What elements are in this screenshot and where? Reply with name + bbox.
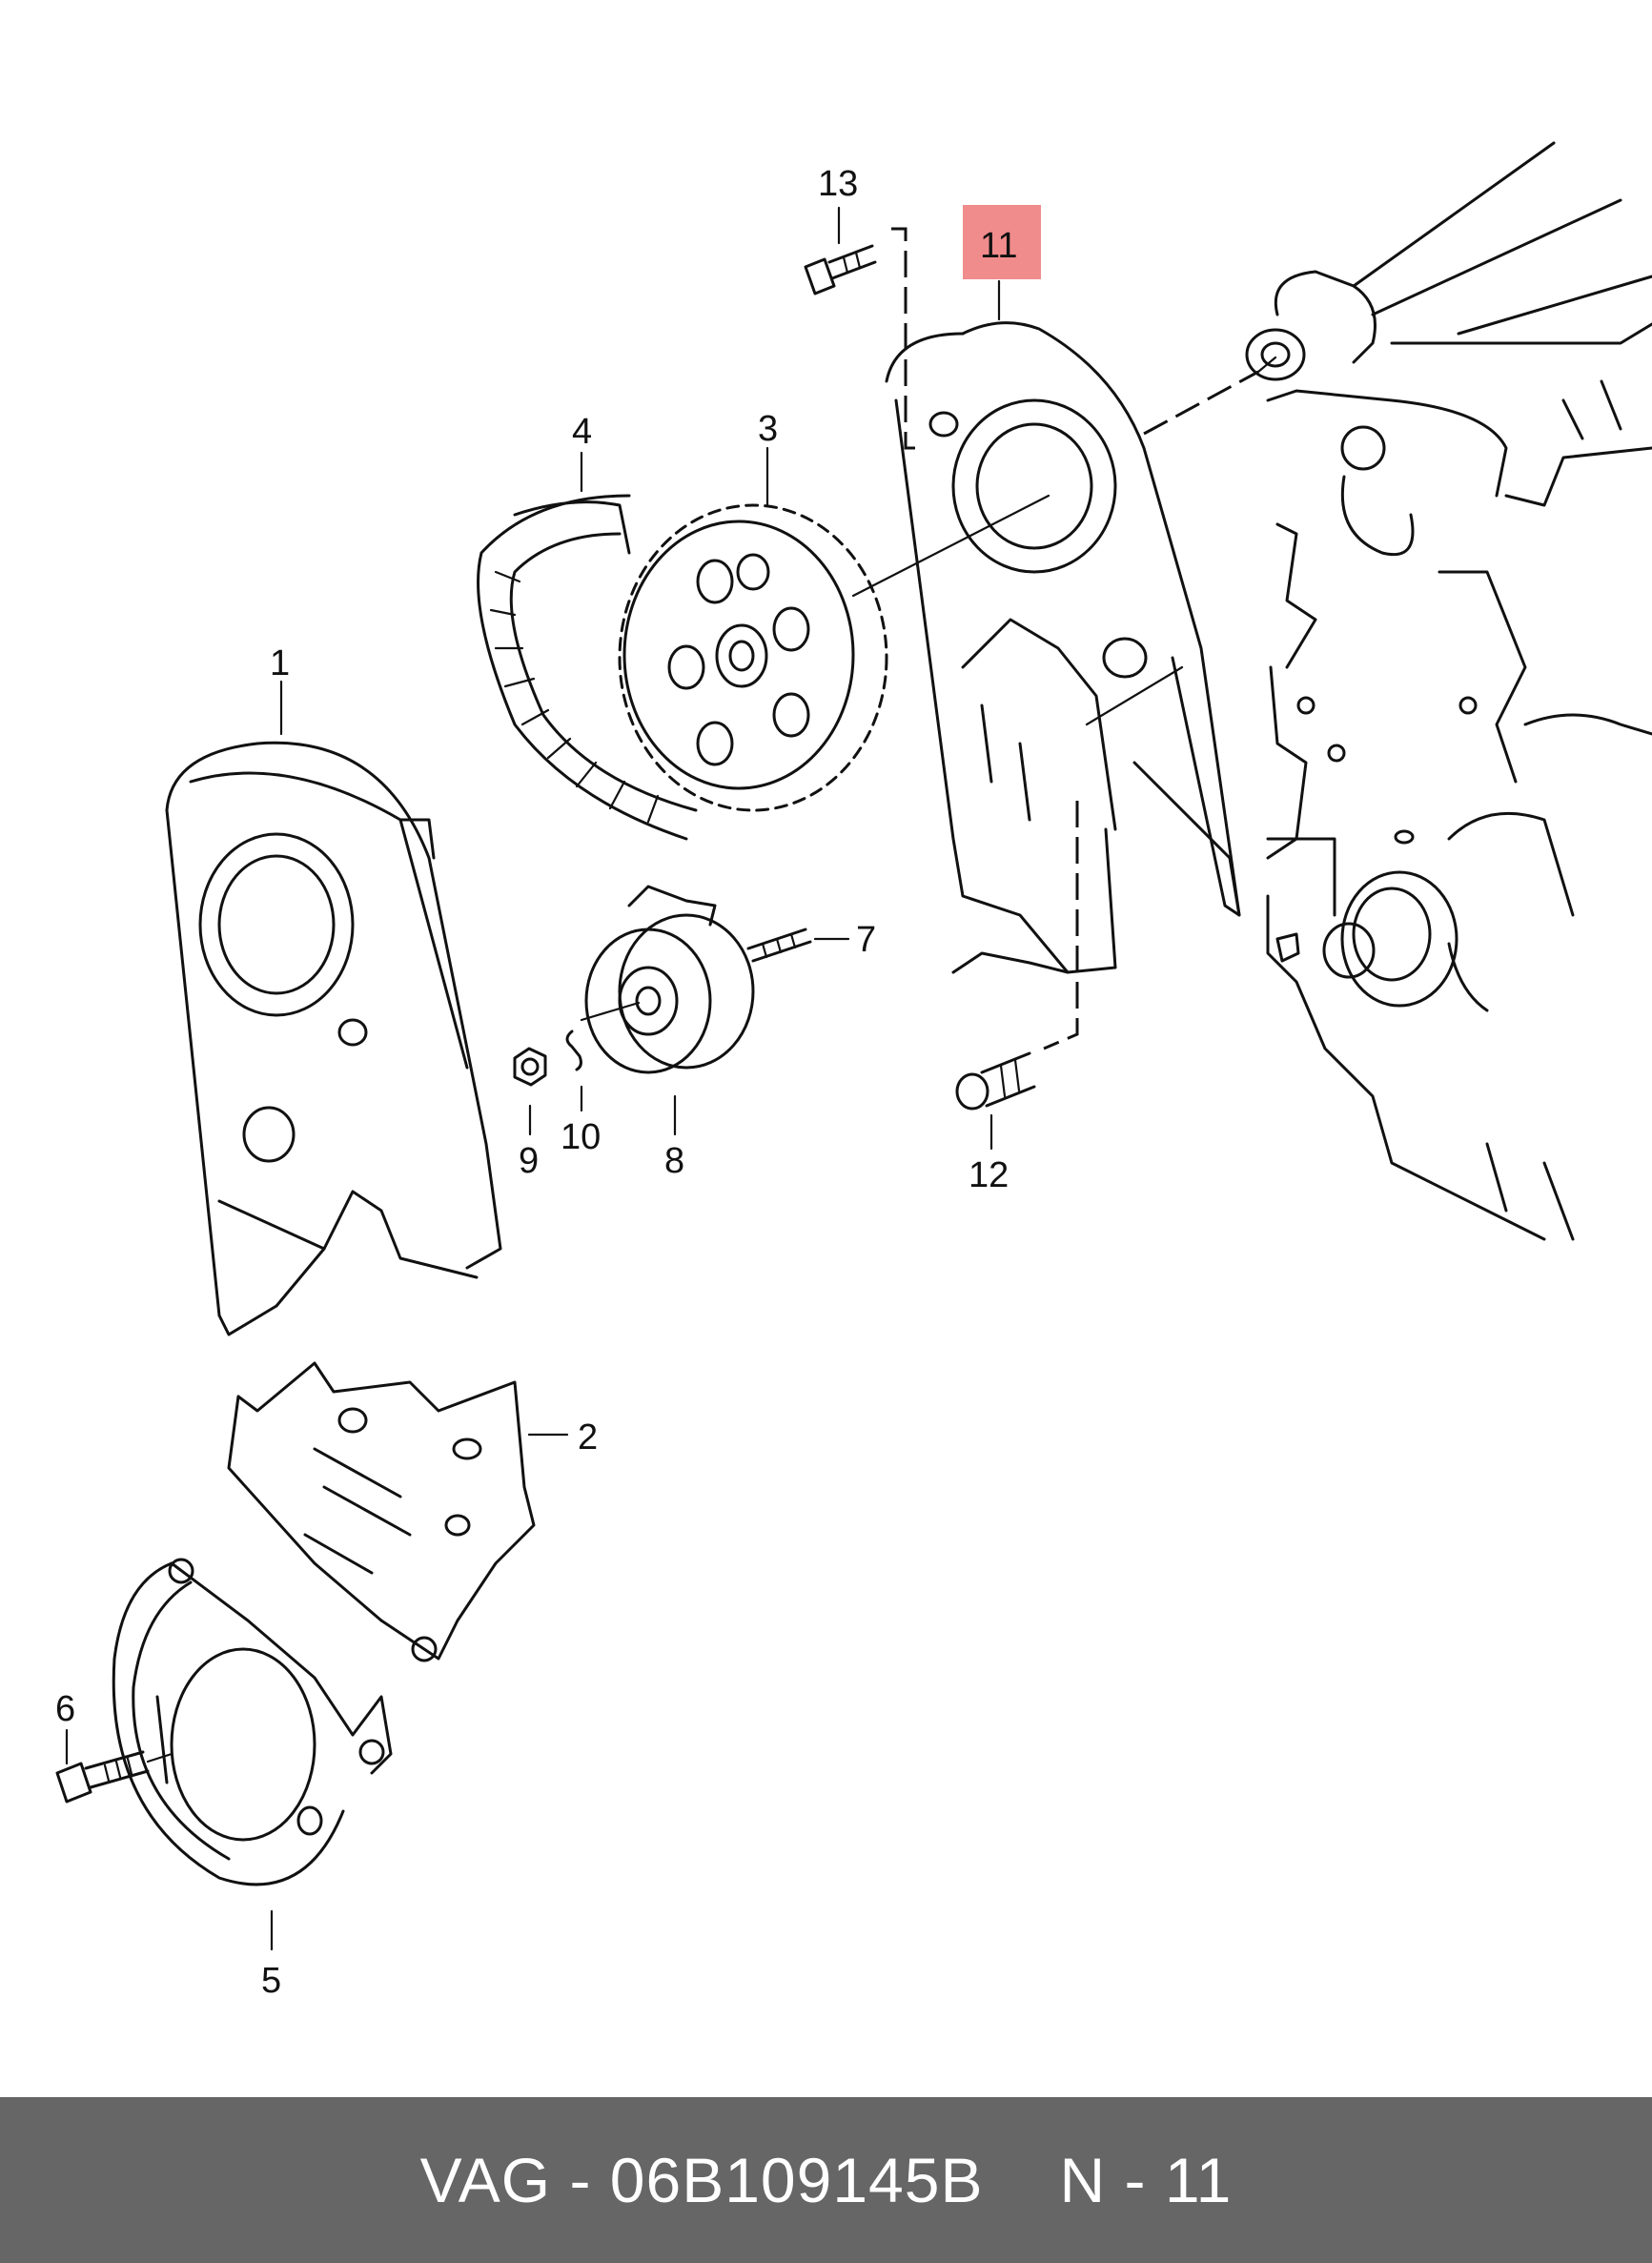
part-info-footer: VAG - 06B109145B N - 11 <box>0 2097 1652 2263</box>
toothed-belt <box>477 494 698 841</box>
bolt-12 <box>955 1051 1036 1111</box>
callout-11: 11 <box>980 226 1017 266</box>
camshaft-sprocket <box>618 503 888 812</box>
upper-timing-belt-cover <box>165 741 502 1336</box>
callout-2: 2 <box>578 1417 598 1458</box>
callout-7: 7 <box>856 920 876 960</box>
clip-10 <box>565 1030 582 1071</box>
callout-8: 8 <box>664 1141 684 1181</box>
engine-block <box>1245 141 1652 1241</box>
exploded-parts-diagram: 1 2 3 4 5 6 7 8 9 10 11 12 13 <box>55 141 1652 2001</box>
callout-9: 9 <box>519 1141 539 1181</box>
tensioner-roller <box>580 885 755 1074</box>
footer-separator: - <box>569 2145 592 2215</box>
bolt-13 <box>804 244 877 296</box>
callout-3: 3 <box>758 409 778 449</box>
lower-shield <box>112 1558 393 1886</box>
callout-4: 4 <box>572 412 592 452</box>
callout-leaders <box>65 206 1001 1951</box>
footer-position-label: N - 11 <box>1059 2145 1233 2215</box>
callout-5: 5 <box>261 1961 281 2001</box>
bolt-6 <box>55 1750 173 1804</box>
callout-10: 10 <box>561 1117 601 1157</box>
highlight-box-11 <box>963 205 1041 279</box>
callout-1: 1 <box>270 643 290 683</box>
nut-9 <box>513 1047 547 1087</box>
footer-part-number: 06B109145B <box>609 2145 984 2215</box>
callout-12: 12 <box>969 1155 1009 1195</box>
callout-6: 6 <box>55 1689 75 1729</box>
lower-cover-plate <box>227 1361 536 1662</box>
rear-timing-belt-guard <box>885 321 1241 974</box>
callout-labels: 1 2 3 4 5 6 7 8 9 10 11 12 13 <box>55 164 1017 2001</box>
assembly-lines <box>851 227 1277 1050</box>
stud-7 <box>746 928 812 963</box>
callout-13: 13 <box>818 164 858 204</box>
footer-brand: VAG <box>419 2145 552 2215</box>
